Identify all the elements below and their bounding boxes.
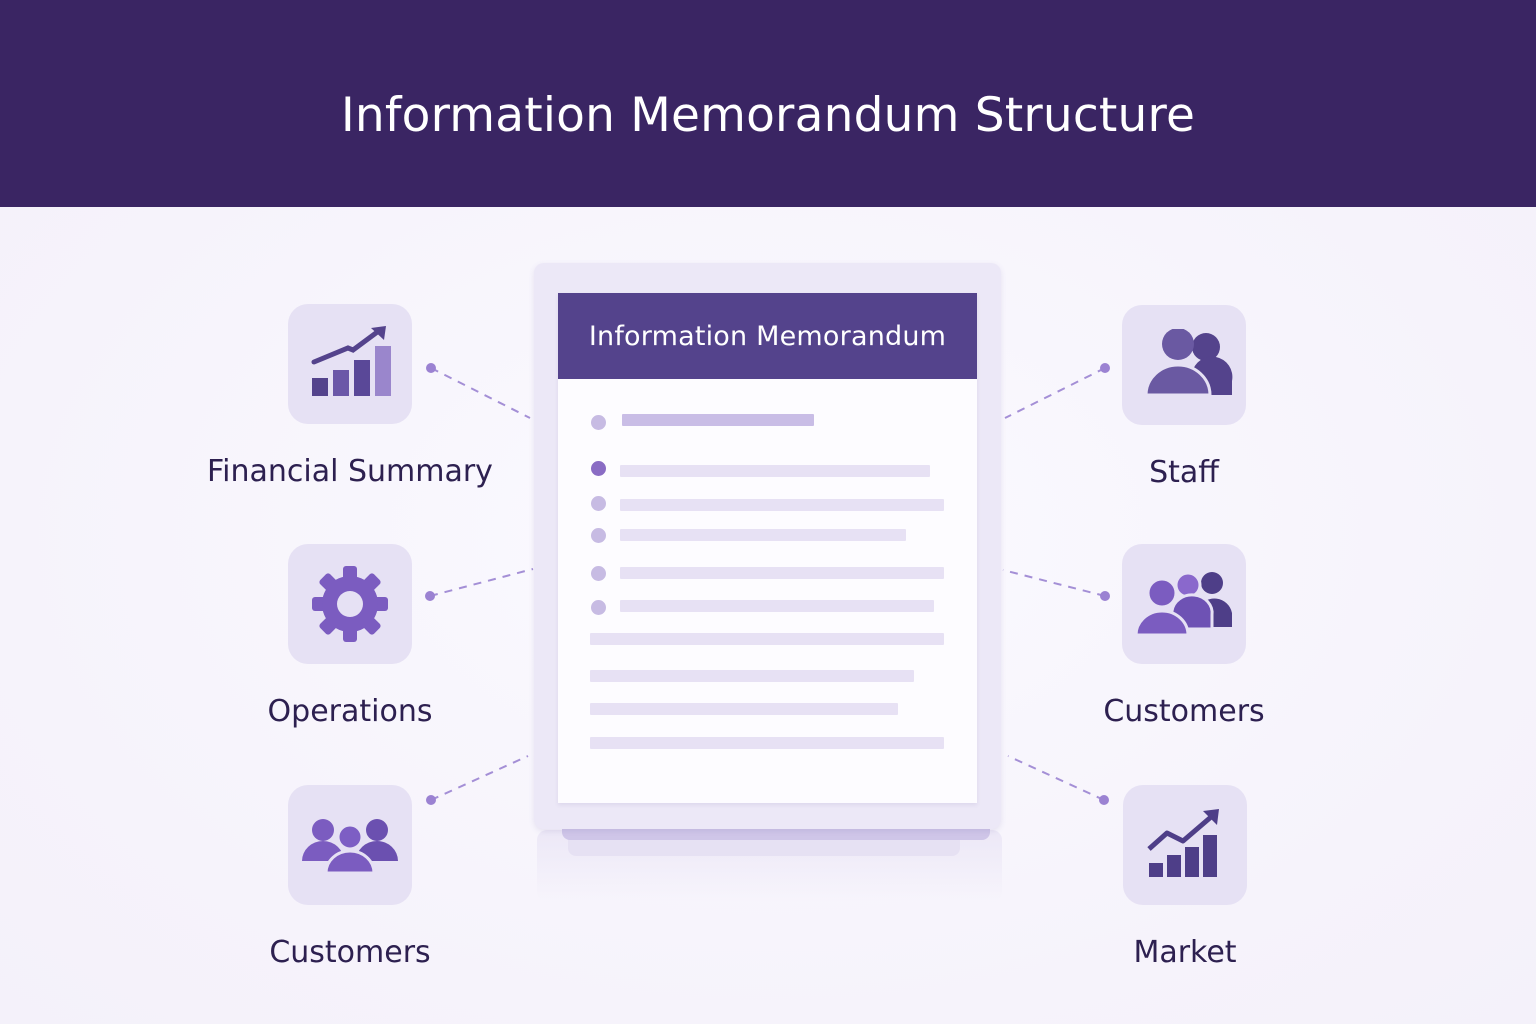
- page-header: Information Memorandum Structure: [0, 0, 1536, 207]
- section-tile[interactable]: [1122, 305, 1246, 425]
- section-label: Staff: [1149, 455, 1219, 490]
- section-customers-right[interactable]: Customers: [1034, 544, 1334, 729]
- document-title: Information Memorandum: [588, 320, 947, 352]
- section-staff[interactable]: Staff: [1034, 305, 1334, 490]
- document-page: Information Memorandum: [558, 293, 977, 803]
- document-header: Information Memorandum: [558, 293, 977, 379]
- text-line-placeholder: [590, 670, 914, 682]
- section-operations[interactable]: Operations: [200, 544, 500, 729]
- gear-icon: [312, 566, 388, 642]
- section-tile[interactable]: [288, 785, 412, 905]
- bullet-dot-active: [591, 461, 606, 476]
- section-tile[interactable]: [288, 304, 412, 424]
- section-label: Customers: [1103, 694, 1265, 729]
- section-label: Financial Summary: [207, 454, 493, 489]
- text-line-placeholder: [620, 567, 944, 579]
- section-market[interactable]: Market: [1035, 785, 1335, 970]
- bullet-dot: [591, 566, 606, 581]
- text-line-placeholder: [620, 465, 930, 477]
- bullet-dot: [591, 415, 606, 430]
- heading-line-placeholder: [622, 414, 814, 426]
- bullet-dot: [591, 496, 606, 511]
- section-tile[interactable]: [1123, 785, 1247, 905]
- bullet-dot: [591, 528, 606, 543]
- document-stack-layer: [568, 838, 960, 856]
- section-tile[interactable]: [288, 544, 412, 664]
- text-line-placeholder: [620, 529, 906, 541]
- group-three-icon: [1134, 571, 1232, 637]
- section-label: Customers: [269, 935, 431, 970]
- market-chart-icon: [1147, 809, 1219, 877]
- text-line-placeholder: [590, 737, 944, 749]
- section-tile[interactable]: [1122, 544, 1246, 664]
- two-people-icon: [1144, 329, 1233, 397]
- section-label: Operations: [267, 694, 433, 729]
- text-line-placeholder: [620, 600, 934, 612]
- page-title: Information Memorandum Structure: [340, 88, 1196, 143]
- document-stack-layer: [562, 828, 990, 840]
- financial-chart-icon: [311, 326, 391, 396]
- text-line-placeholder: [590, 703, 898, 715]
- text-line-placeholder: [620, 499, 944, 511]
- section-label: Market: [1133, 935, 1237, 970]
- section-customers-left[interactable]: Customers: [200, 785, 500, 970]
- bullet-dot: [591, 600, 606, 615]
- section-financial-summary[interactable]: Financial Summary: [200, 304, 500, 489]
- text-line-placeholder: [590, 633, 944, 645]
- group-three-icon: [302, 819, 398, 875]
